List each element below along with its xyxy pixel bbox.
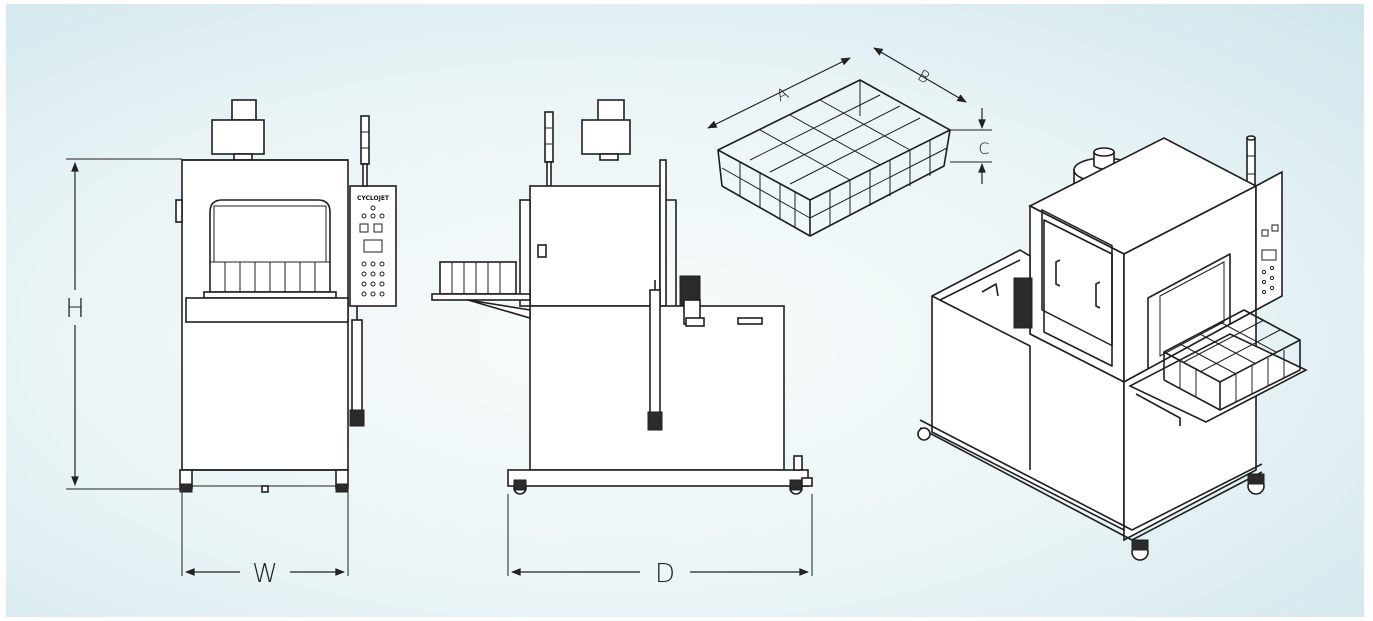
width-dimension: W (181, 490, 349, 589)
width-label: W (252, 559, 278, 589)
isometric-view (917, 135, 1308, 561)
depth-label: D (655, 559, 675, 589)
control-panel-brand: CYCLOJET (357, 195, 390, 202)
basket-length-label: A (773, 83, 791, 105)
front-view: H W (65, 99, 397, 589)
side-view: D (431, 99, 813, 589)
basket-drawing: A B C (707, 47, 992, 237)
height-dimension: H (65, 158, 182, 490)
basket-height-label: C (978, 139, 989, 158)
height-label: H (65, 294, 85, 324)
basket-width-label: B (914, 66, 933, 88)
depth-dimension: D (507, 494, 813, 589)
